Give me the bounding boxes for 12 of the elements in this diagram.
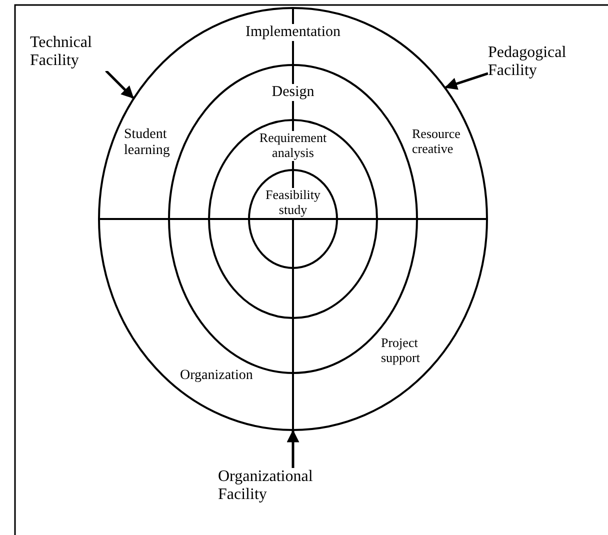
ring-label: Project support xyxy=(381,336,421,366)
ring-label: Requirement analysis xyxy=(256,131,330,161)
ring-label: Feasibility study xyxy=(263,188,323,218)
ring-label: Implementation xyxy=(246,24,340,42)
ring-label: Student learning xyxy=(124,127,171,160)
facility-label: Technical Facility xyxy=(30,34,110,71)
arrow xyxy=(286,430,300,468)
ring-label: Design xyxy=(272,84,314,102)
ring-label: Organization xyxy=(180,368,253,384)
arrow xyxy=(105,70,134,99)
arrow xyxy=(444,72,488,90)
ring-label: Resource creative xyxy=(412,127,462,157)
